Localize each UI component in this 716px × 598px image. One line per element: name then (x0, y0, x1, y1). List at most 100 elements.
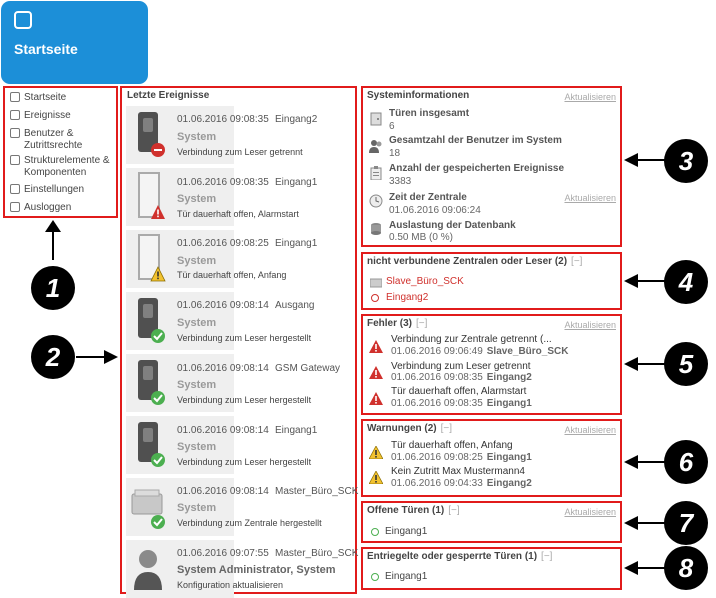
locked-door-item[interactable]: Eingang1 (385, 571, 428, 582)
collapse-toggle[interactable]: [−] (416, 318, 428, 329)
event-actor: System (177, 255, 217, 267)
event-actor: System (177, 131, 217, 143)
menu-item-einstellungen[interactable]: Einstellungen (10, 184, 84, 197)
event-source[interactable]: Master_Büro_SCK (275, 486, 359, 497)
event-source[interactable]: GSM Gateway (275, 363, 341, 374)
arrow-head-icon (624, 516, 638, 530)
nav-menu: Startseite Ereignisse Benutzer & Zutritt… (3, 86, 118, 218)
event-message: Verbindung zum Zentrale hergestellt (177, 518, 322, 528)
collapse-toggle[interactable]: [−] (448, 505, 460, 516)
callout-arrow (636, 363, 666, 365)
callout-arrow (52, 226, 54, 260)
event-actor: System (177, 317, 217, 329)
checkbox-icon (10, 202, 20, 212)
callout-7: 7 (664, 501, 708, 545)
sysinfo-value: 18 (389, 148, 401, 159)
callout-3: 3 (664, 139, 708, 183)
startseite-tile[interactable]: Startseite (1, 1, 148, 84)
event-message: Verbindung zum Leser getrennt (177, 147, 303, 157)
menu-item-label: Ausloggen (24, 202, 72, 213)
sysinfo-value: 3383 (389, 176, 412, 187)
warnings-panel: Warnungen (2)[−] Aktualisieren Tür dauer… (361, 419, 622, 497)
unconnected-item[interactable]: Eingang2 (386, 292, 429, 303)
panel-title-text: Fehler (3) (367, 318, 413, 329)
refresh-link[interactable]: Aktualisieren (564, 507, 616, 517)
reader-icon (138, 298, 158, 338)
error-text[interactable]: Verbindung zum Leser getrennt (391, 361, 531, 372)
callout-arrow (636, 522, 666, 524)
system-info-panel: Systeminformationen Aktualisieren Türen … (361, 86, 622, 247)
panel-title: Warnungen (2)[−] (367, 423, 452, 434)
error-source: Slave_Büro_SCK (486, 346, 569, 357)
warning-text[interactable]: Kein Zutritt Max Mustermann4 (391, 466, 525, 477)
callout-arrow (636, 280, 666, 282)
refresh-link[interactable]: Aktualisieren (564, 92, 616, 102)
event-source[interactable]: Ausgang (275, 300, 315, 311)
sysinfo-label: Anzahl der gespeicherten Ereignisse (389, 163, 565, 174)
event-time: 01.06.2016 09:08:25 (177, 238, 269, 249)
panel-title-text: Warnungen (2) (367, 423, 437, 434)
sysinfo-value: 6 (389, 121, 395, 132)
callout-6: 6 (664, 440, 708, 484)
errors-panel: Fehler (3)[−] Aktualisieren Verbindung z… (361, 314, 622, 415)
ring-icon (371, 528, 379, 536)
event-icon-tile (126, 230, 234, 288)
ok-icon (151, 515, 165, 529)
ok-icon (151, 453, 165, 467)
event-time: 01.06.2016 09:07:55 (177, 548, 269, 559)
panel-title: Letzte Ereignisse (127, 90, 210, 101)
event-source[interactable]: Eingang1 (275, 238, 318, 249)
event-actor: System (177, 379, 217, 391)
door-icon (138, 234, 160, 280)
error-source: Eingang2 (486, 372, 532, 383)
event-actor: System Administrator, System (177, 564, 336, 576)
event-time: 01.06.2016 09:08:14 (177, 300, 269, 311)
clipboard-icon (370, 166, 382, 180)
unconnected-item[interactable]: Slave_Büro_SCK (386, 276, 464, 287)
warning-icon (369, 446, 383, 459)
warning-text[interactable]: Tür dauerhaft offen, Anfang (391, 440, 513, 451)
open-door-item[interactable]: Eingang1 (385, 526, 428, 537)
callout-5: 5 (664, 342, 708, 386)
refresh-link[interactable]: Aktualisieren (564, 193, 616, 203)
menu-item-benutzer[interactable]: Benutzer & Zutrittsrechte (10, 128, 82, 152)
ring-icon (371, 573, 379, 581)
event-time: 01.06.2016 09:08:14 (177, 486, 269, 497)
event-source[interactable]: Eingang2 (275, 114, 318, 125)
menu-item-label: Benutzer & Zutrittsrechte (24, 128, 83, 151)
controller-icon (131, 489, 163, 515)
open-doors-panel: Offene Türen (1)[−] Aktualisieren Eingan… (361, 501, 622, 543)
panel-title: Systeminformationen (367, 90, 470, 101)
menu-item-ereignisse[interactable]: Ereignisse (10, 110, 71, 123)
menu-item-label: Einstellungen (24, 184, 85, 195)
checkbox-icon (10, 128, 20, 138)
checkbox-icon (10, 155, 20, 165)
error-text[interactable]: Verbindung zur Zentrale getrennt (... (391, 334, 552, 345)
collapse-toggle[interactable]: [−] (541, 551, 553, 562)
panel-title-text: nicht verbundene Zentralen oder Leser (2… (367, 256, 568, 267)
error-text[interactable]: Tür dauerhaft offen, Alarmstart (391, 386, 527, 397)
event-source[interactable]: Eingang1 (275, 425, 318, 436)
collapse-toggle[interactable]: [−] (571, 256, 583, 267)
collapse-toggle[interactable]: [−] (440, 423, 453, 434)
removed-icon (151, 143, 165, 157)
locked-doors-panel: Entriegelte oder gesperrte Türen (1)[−] … (361, 547, 622, 590)
panel-title-text: Offene Türen (1) (367, 505, 445, 516)
sysinfo-label: Gesamtzahl der Benutzer im System (389, 135, 562, 146)
event-message: Verbindung zum Leser hergestellt (177, 395, 312, 405)
menu-item-strukturelemente[interactable]: Strukturelemente & Komponenten (10, 155, 110, 179)
event-source[interactable]: Eingang1 (275, 177, 318, 188)
callout-2: 2 (31, 335, 75, 379)
event-icon-tile (126, 106, 234, 164)
menu-item-startseite[interactable]: Startseite (10, 92, 66, 105)
refresh-link[interactable]: Aktualisieren (564, 425, 616, 435)
event-time: 01.06.2016 09:08:35 (177, 177, 269, 188)
event-source[interactable]: Master_Büro_SCK (275, 548, 359, 559)
warning-time: 01.06.2016 09:04:33 (391, 478, 483, 489)
panel-title: Fehler (3)[−] (367, 318, 427, 329)
menu-item-ausloggen[interactable]: Ausloggen (10, 202, 71, 215)
refresh-link[interactable]: Aktualisieren (564, 320, 616, 330)
warning-source: Eingang1 (486, 452, 532, 463)
